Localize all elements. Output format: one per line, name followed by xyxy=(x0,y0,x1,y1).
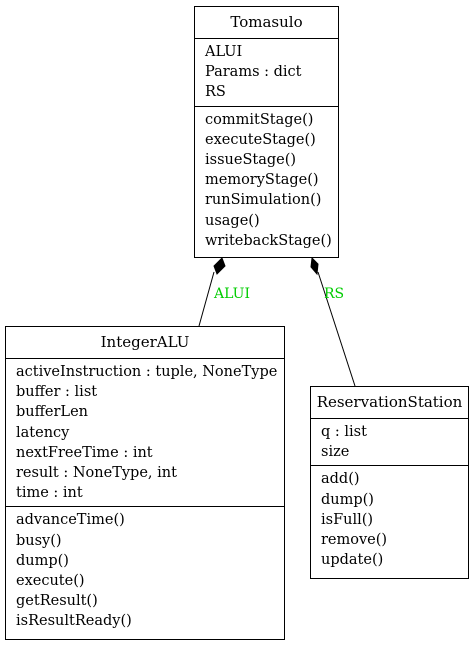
class-attribute: activeInstruction : tuple, NoneType xyxy=(16,364,278,380)
edge-rs-line xyxy=(317,271,356,387)
class-method: memoryStage() xyxy=(205,172,319,189)
class-integer-alu-attributes: activeInstruction : tuple, NoneType buffe… xyxy=(6,359,284,506)
class-attribute: result : NoneType, int xyxy=(16,465,177,482)
class-method: usage() xyxy=(205,212,260,229)
class-attribute: RS xyxy=(205,84,226,101)
edge-alui-line xyxy=(198,271,215,327)
class-method: writebackStage() xyxy=(205,232,332,249)
edge-rs-diamond xyxy=(310,256,319,276)
class-reservation-station: ReservationStation q : list size add() dum… xyxy=(310,386,469,579)
edge-label-rs: RS xyxy=(324,286,344,302)
class-method: update() xyxy=(321,552,384,569)
class-attribute: latency xyxy=(16,424,70,441)
class-method: getResult() xyxy=(16,593,98,610)
edge-label-alui: ALUI xyxy=(213,286,250,302)
class-method: execute() xyxy=(16,573,85,590)
class-tomasulo-methods: commitStage() executeStage() issueStage() m… xyxy=(195,105,338,254)
class-method: isResultReady() xyxy=(16,613,132,630)
class-method: remove() xyxy=(321,532,388,549)
class-attribute: Params : dict xyxy=(205,64,302,81)
class-tomasulo-name: Tomasulo xyxy=(195,7,338,39)
class-method: isFull() xyxy=(321,511,374,528)
class-method: dump() xyxy=(16,552,69,569)
class-reservation-station-name: ReservationStation xyxy=(311,387,468,419)
class-method: issueStage() xyxy=(205,152,297,169)
class-method: commitStage() xyxy=(205,111,314,128)
class-method: advanceTime() xyxy=(16,512,125,529)
edge-alui-diamond xyxy=(213,257,226,275)
class-attribute: q : list xyxy=(321,424,367,440)
class-attribute: time : int xyxy=(16,485,83,502)
class-attribute: buffer : list xyxy=(16,384,98,401)
class-integer-alu-methods: advanceTime() busy() dump() execute() getRes… xyxy=(6,506,284,634)
class-integer-alu: IntegerALU activeInstruction : tuple, No… xyxy=(5,326,285,640)
class-attribute: nextFreeTime : int xyxy=(16,444,153,461)
class-method: add() xyxy=(321,471,360,488)
class-method: runSimulation() xyxy=(205,192,322,209)
class-method: dump() xyxy=(321,491,374,508)
class-integer-alu-name: IntegerALU xyxy=(6,327,284,359)
class-method: busy() xyxy=(16,532,62,549)
class-reservation-station-attributes: q : list size xyxy=(311,419,468,465)
class-reservation-station-methods: add() dump() isFull() remove() update() xyxy=(311,465,468,573)
class-attribute: size xyxy=(321,444,350,461)
class-attribute: bufferLen xyxy=(16,404,88,421)
class-method: executeStage() xyxy=(205,131,316,148)
class-attribute: ALUI xyxy=(205,44,243,60)
